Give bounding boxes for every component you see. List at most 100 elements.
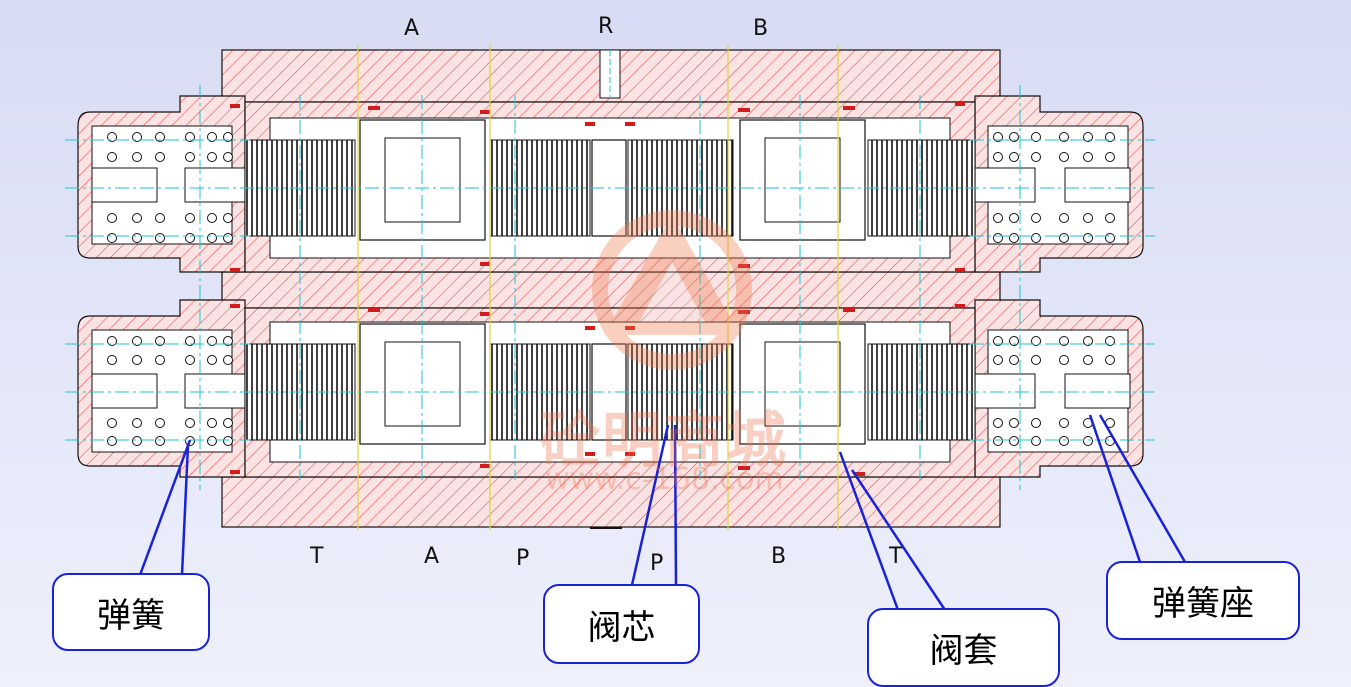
coil-circle (132, 132, 142, 142)
coil-circle (1009, 233, 1019, 243)
coil-circle (1059, 213, 1069, 223)
coil-circle (132, 213, 142, 223)
callout-leader-lines (138, 414, 1187, 611)
port-label-top-b: B (753, 16, 768, 41)
coil-circle (1031, 336, 1041, 346)
coil-circle (223, 355, 233, 365)
coil-circle (1031, 355, 1041, 365)
coil-circle (1009, 213, 1019, 223)
coil-circle (207, 436, 217, 446)
coil-circle (1083, 132, 1093, 142)
callout-spring: 弹簧 (52, 573, 210, 651)
coil-circle (1083, 152, 1093, 162)
coil-circle (223, 213, 233, 223)
coil-circle (207, 336, 217, 346)
watermark-logo (592, 210, 752, 370)
coil-circle (223, 336, 233, 346)
coil-circle (1009, 436, 1019, 446)
coil-circle (132, 436, 142, 446)
coil-circle (223, 436, 233, 446)
watermark-text: 砼明商城 (540, 406, 788, 476)
coil-circle (1009, 355, 1019, 365)
callout-spring-seat: 弹簧座 (1106, 561, 1300, 640)
port-boundary-lines (357, 45, 839, 530)
coil-circle (993, 213, 1003, 223)
coil-circle (107, 233, 117, 243)
coil-circle (185, 213, 195, 223)
coil-circle (1059, 355, 1069, 365)
coil-circle (107, 132, 117, 142)
coil-circle (993, 436, 1003, 446)
coil-circle (207, 152, 217, 162)
coil-circle (155, 152, 165, 162)
port-label-bottom-p2: P (650, 551, 663, 576)
coil-circle (1009, 336, 1019, 346)
coil-circle (207, 132, 217, 142)
coil-circle (1105, 213, 1115, 223)
port-label-bottom-b: B (771, 544, 786, 569)
coil-circle (1009, 152, 1019, 162)
coil-circle (1059, 418, 1069, 428)
end-cap-spring-coils (107, 132, 1115, 446)
coil-circle (107, 213, 117, 223)
coil-circle (155, 233, 165, 243)
coil-circle (107, 152, 117, 162)
center-lines (65, 85, 1155, 490)
coil-circle (132, 152, 142, 162)
coil-circle (185, 355, 195, 365)
coil-circle (223, 418, 233, 428)
coil-circle (1031, 132, 1041, 142)
coil-circle (185, 418, 195, 428)
coil-circle (185, 132, 195, 142)
coil-circle (993, 233, 1003, 243)
coil-circle (132, 418, 142, 428)
coil-circle (993, 152, 1003, 162)
coil-circle (1059, 336, 1069, 346)
coil-circle (993, 132, 1003, 142)
coil-circle (155, 355, 165, 365)
coil-circle (1059, 233, 1069, 243)
coil-circle (107, 436, 117, 446)
coil-circle (993, 418, 1003, 428)
coil-circle (155, 132, 165, 142)
coil-circle (1083, 355, 1093, 365)
middle-body-plate (221, 271, 1001, 309)
coil-circle (1105, 336, 1115, 346)
coil-circle (1009, 418, 1019, 428)
coil-circle (207, 418, 217, 428)
coil-circle (1059, 436, 1069, 446)
port-label-bottom-t1: T (309, 544, 324, 569)
coil-circle (223, 152, 233, 162)
coil-circle (132, 355, 142, 365)
callout-spool: 阀芯 (543, 584, 700, 664)
coil-circle (1031, 436, 1041, 446)
coil-circle (1059, 132, 1069, 142)
coil-circle (223, 132, 233, 142)
coil-circle (107, 355, 117, 365)
coil-circle (207, 233, 217, 243)
coil-circle (1031, 152, 1041, 162)
coil-circle (1105, 233, 1115, 243)
coil-circle (1031, 233, 1041, 243)
port-label-bottom-a: A (424, 544, 439, 569)
coil-circle (1059, 152, 1069, 162)
coil-circle (107, 336, 117, 346)
coil-circle (155, 418, 165, 428)
coil-circle (132, 336, 142, 346)
coil-circle (223, 233, 233, 243)
coil-circle (1083, 213, 1093, 223)
coil-circle (1105, 355, 1115, 365)
coil-circle (185, 233, 195, 243)
coil-circle (1031, 418, 1041, 428)
coil-circle (207, 355, 217, 365)
coil-circle (1083, 436, 1093, 446)
coil-circle (1009, 132, 1019, 142)
coil-circle (1105, 132, 1115, 142)
port-label-bottom-p1: P (516, 546, 529, 571)
coil-circle (185, 152, 195, 162)
watermark-url: www.c-168.com (545, 462, 784, 497)
coil-circle (155, 336, 165, 346)
coil-circle (993, 355, 1003, 365)
coil-circle (132, 233, 142, 243)
